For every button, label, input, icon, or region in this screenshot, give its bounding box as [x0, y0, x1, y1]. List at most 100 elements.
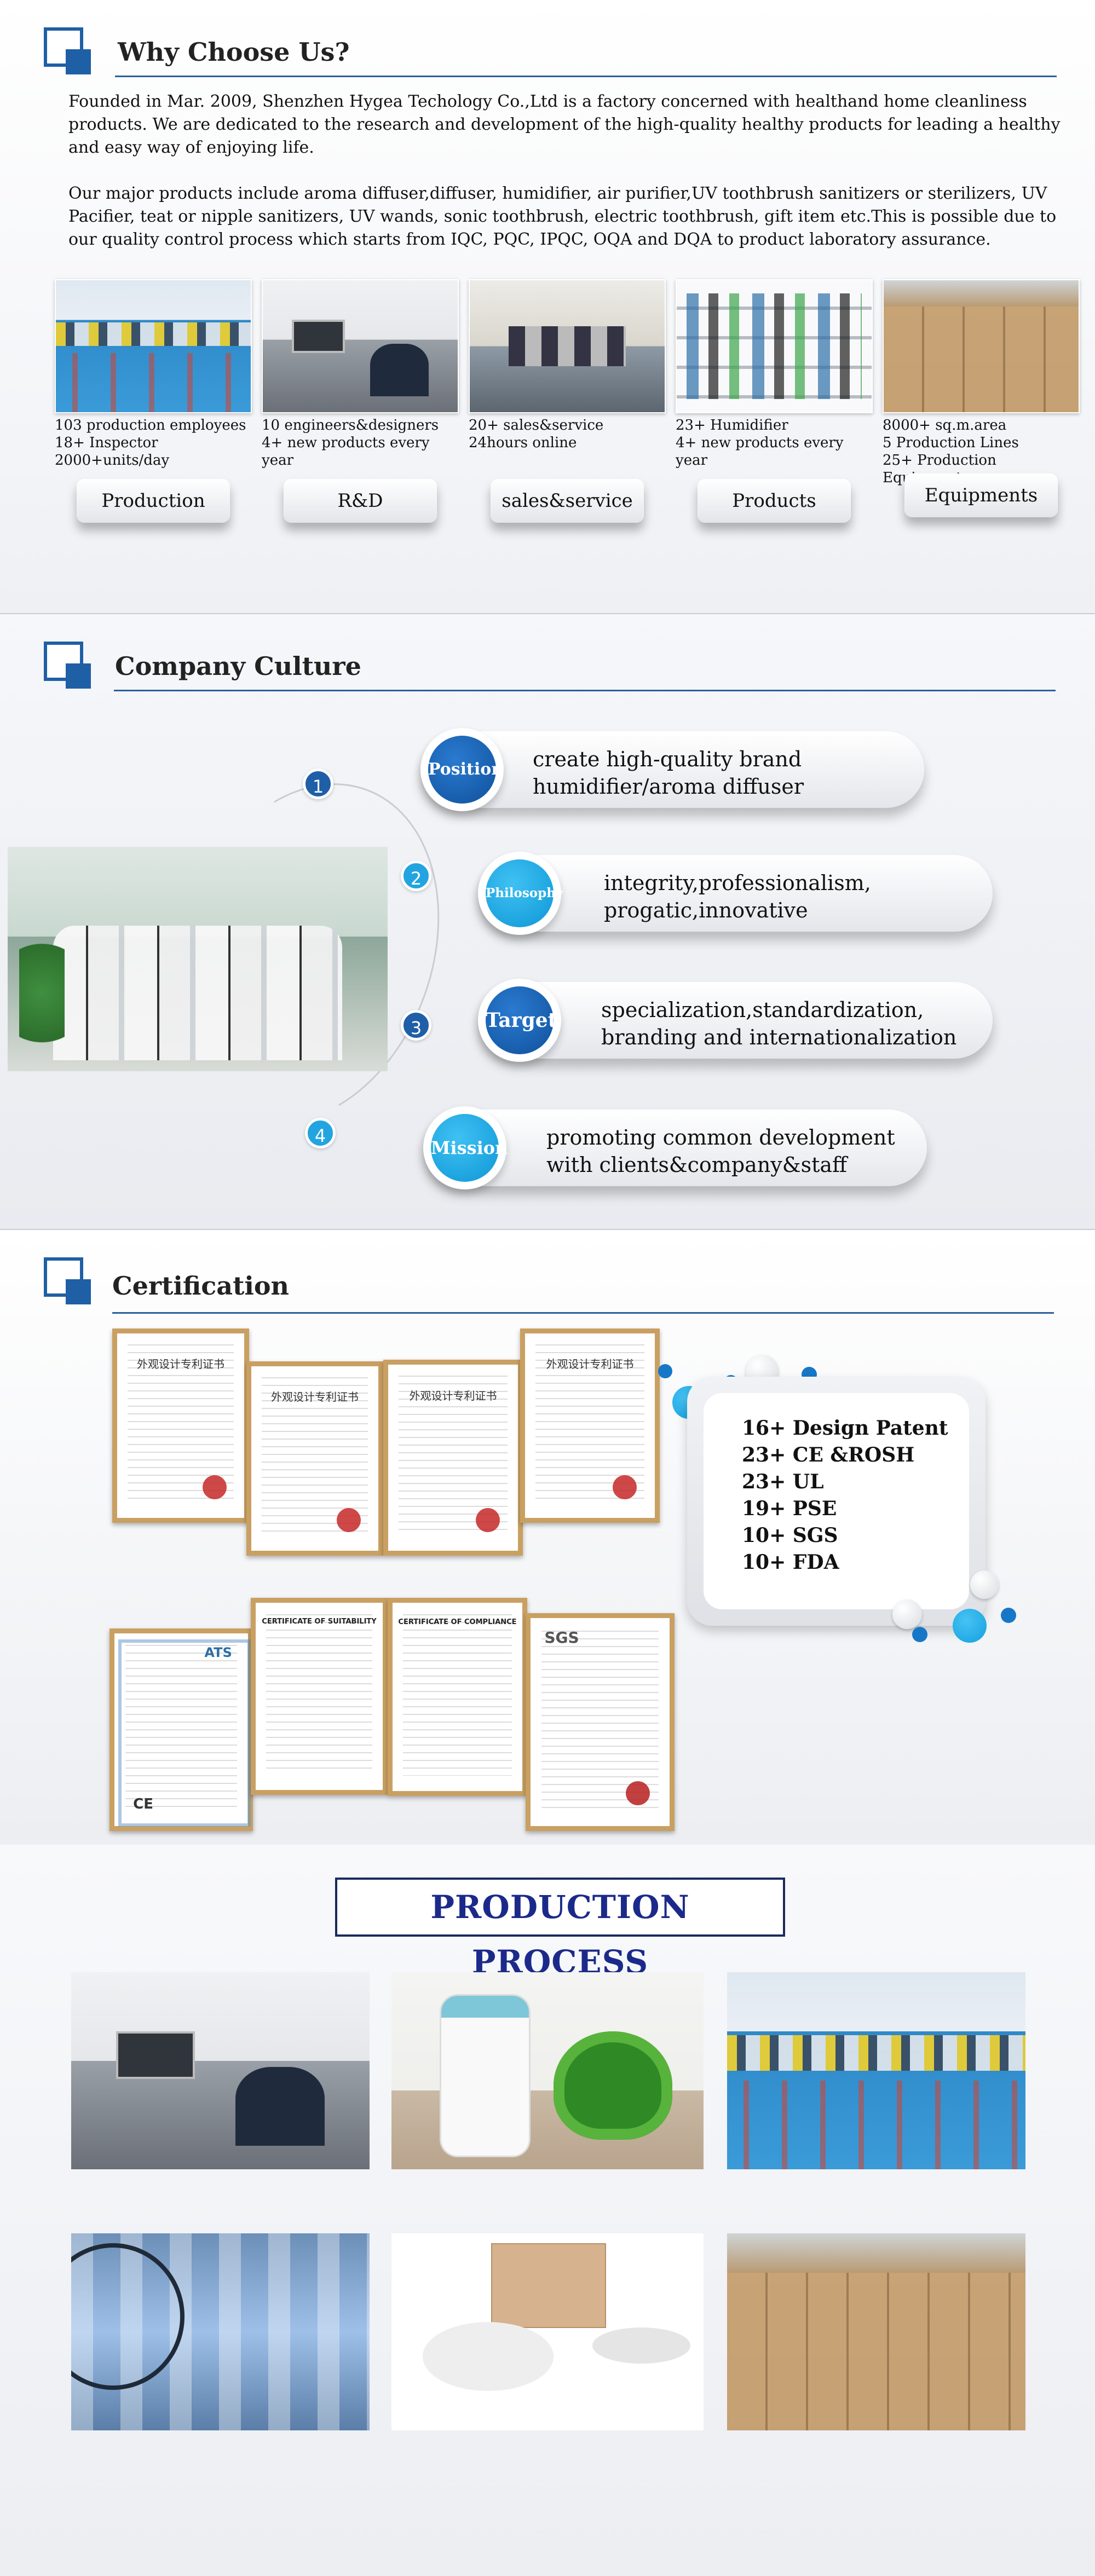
- value-line: integrity,professionalism,: [604, 871, 871, 895]
- stat-line: 5 Production Lines: [883, 435, 1019, 451]
- certification-item: 10+ FDA: [742, 1551, 839, 1574]
- heading-rule: [115, 76, 1057, 77]
- sales-photo: [469, 279, 666, 413]
- why-description: Founded in Mar. 2009, Shenzhen Hygea Tec…: [68, 90, 1087, 274]
- certification-item: 23+ UL: [742, 1470, 824, 1493]
- seal-icon: [336, 1508, 361, 1533]
- why-paragraph-1: Founded in Mar. 2009, Shenzhen Hygea Tec…: [68, 92, 1061, 157]
- mission-text: promoting common development with client…: [546, 1124, 895, 1179]
- square-logo-icon: [44, 642, 93, 691]
- value-philosophy: Philosophy integrity,professionalism, pr…: [478, 852, 993, 935]
- value-position: Position create high-quality brand humid…: [420, 728, 924, 811]
- process-photo-rd-office: [71, 1972, 370, 2169]
- value-mission: Mission promoting common development wit…: [423, 1106, 927, 1189]
- equipments-stats: 8000+ sq.m.area 5 Production Lines 25+ P…: [883, 417, 1080, 487]
- seal-icon: [475, 1508, 500, 1532]
- stat-line: 18+ Inspector: [55, 435, 158, 451]
- production-process-section: PRODUCTION PROCESS: [0, 1845, 1095, 2576]
- target-badge: Target: [478, 979, 561, 1062]
- certificate-title: CERTIFICATE OF COMPLIANCE: [398, 1618, 517, 1626]
- rd-button[interactable]: R&D: [284, 479, 437, 523]
- value-target: Target specialization,standardization, b…: [478, 979, 993, 1062]
- philosophy-text: integrity,professionalism, progatic,inno…: [604, 869, 871, 924]
- value-line: create high-quality brand: [533, 747, 802, 771]
- target-label: Target: [486, 986, 557, 1054]
- decor-bubble: [912, 1627, 927, 1642]
- stat-line: 4+ new products every year: [262, 435, 430, 469]
- sales-service-button[interactable]: sales&service: [491, 479, 644, 523]
- why-title: Why Choose Us?: [118, 37, 350, 67]
- decor-bubble: [1001, 1608, 1016, 1623]
- patent-certificate: 外观设计专利证书: [112, 1329, 249, 1523]
- rd-photo: [262, 279, 459, 413]
- certificate-title: 外观设计专利证书: [137, 1358, 224, 1371]
- stat-line: 2000+units/day: [55, 452, 170, 469]
- patent-certificate: 外观设计专利证书: [383, 1360, 523, 1556]
- seal-icon: [626, 1781, 650, 1805]
- decor-bubble: [658, 1364, 672, 1378]
- value-line: with clients&company&staff: [546, 1153, 848, 1177]
- column-production: 103 production employees 18+ Inspector 2…: [55, 279, 252, 523]
- seal-icon: [612, 1475, 637, 1500]
- certificate-title: 外观设计专利证书: [546, 1358, 634, 1371]
- seal-icon: [202, 1475, 227, 1500]
- philosophy-label: Philosophy: [486, 859, 563, 927]
- team-photo: [8, 847, 388, 1071]
- production-stats: 103 production employees 18+ Inspector 2…: [55, 417, 252, 477]
- column-sales: 20+ sales&service 24hours online sales&s…: [469, 279, 666, 523]
- products-photo: [676, 279, 873, 413]
- stat-line: 20+ sales&service: [469, 417, 604, 434]
- value-line: promoting common development: [546, 1125, 895, 1150]
- products-stats: 23+ Humidifier 4+ new products every yea…: [676, 417, 873, 477]
- process-photo-packaging: [391, 2233, 704, 2430]
- target-text: specialization,standardization, branding…: [601, 996, 956, 1051]
- heading-rule: [112, 1312, 1054, 1314]
- column-products: 23+ Humidifier 4+ new products every yea…: [676, 279, 873, 523]
- why-choose-us-section: Why Choose Us? Founded in Mar. 2009, She…: [0, 0, 1095, 613]
- step-number-3: 3: [401, 1010, 431, 1041]
- value-line: specialization,standardization,: [601, 998, 924, 1022]
- why-heading: Why Choose Us?: [44, 27, 1057, 82]
- company-culture-section: Company Culture 1 2 3 4 Position create …: [0, 613, 1095, 1229]
- compliance-certificate: CERTIFICATE OF COMPLIANCE: [388, 1598, 527, 1796]
- patent-certificate: 外观设计专利证书: [520, 1329, 660, 1523]
- certification-section: Certification 外观设计专利证书 外观设计专利证书 外观设计专利证书…: [0, 1229, 1095, 1845]
- stat-line: 10 engineers&designers: [262, 417, 439, 434]
- mission-badge: Mission: [423, 1106, 508, 1189]
- why-paragraph-2: Our major products include aroma diffuse…: [68, 184, 1057, 249]
- stat-line: 4+ new products every year: [676, 435, 844, 469]
- sgs-logo: SGS: [544, 1628, 579, 1647]
- rd-stats: 10 engineers&designers 4+ new products e…: [262, 417, 459, 477]
- process-photo-warehouse: [727, 2233, 1025, 2430]
- stat-line: 8000+ sq.m.area: [883, 417, 1007, 434]
- certificate-title: 外观设计专利证书: [271, 1390, 359, 1404]
- equipments-button[interactable]: Equipments: [904, 473, 1058, 517]
- square-logo-icon: [44, 27, 93, 77]
- stat-line: 23+ Humidifier: [676, 417, 788, 434]
- products-button[interactable]: Products: [698, 479, 851, 523]
- square-logo-icon: [44, 1257, 93, 1307]
- position-text: create high-quality brand humidifier/aro…: [533, 746, 804, 800]
- sgs-certificate: SGS: [526, 1613, 675, 1831]
- position-label: Position: [428, 736, 503, 804]
- value-line: progatic,innovative: [604, 898, 808, 922]
- mission-label: Mission: [431, 1114, 508, 1182]
- certification-list: 16+ Design Patent 23+ CE &ROSH 23+ UL 19…: [742, 1415, 948, 1576]
- certification-item: 10+ SGS: [742, 1524, 838, 1547]
- position-badge: Position: [420, 728, 504, 811]
- production-button[interactable]: Production: [77, 479, 230, 523]
- value-line: branding and internationalization: [601, 1025, 957, 1049]
- decor-bubble: [970, 1570, 999, 1599]
- patent-certificate: 外观设计专利证书: [246, 1361, 383, 1556]
- heading-rule: [114, 690, 1056, 691]
- value-line: humidifier/aroma diffuser: [533, 775, 804, 799]
- culture-title: Company Culture: [115, 651, 361, 681]
- ce-mark: CE: [133, 1796, 153, 1813]
- certification-heading: Certification: [44, 1257, 1057, 1314]
- ats-logo: ATS: [204, 1645, 232, 1661]
- step-number-2: 2: [401, 860, 431, 891]
- ats-certificate: ATS CE: [110, 1628, 253, 1831]
- production-photo: [55, 279, 252, 413]
- culture-heading: Company Culture: [44, 642, 1057, 696]
- column-rd: 10 engineers&designers 4+ new products e…: [262, 279, 459, 523]
